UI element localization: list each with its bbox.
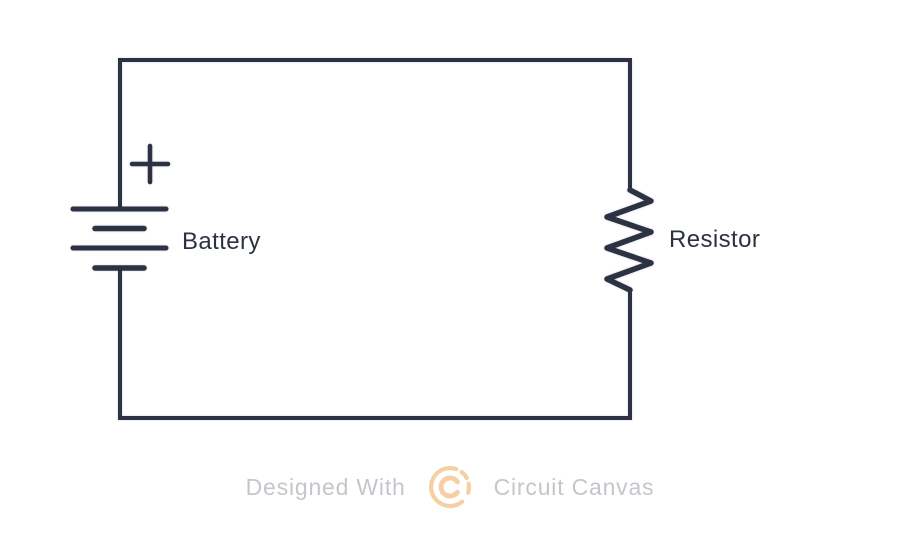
brand-name: Circuit Canvas — [493, 473, 655, 500]
circuit-canvas-logo-icon — [428, 465, 471, 509]
watermark: Designed With Circuit Canvas — [0, 464, 900, 510]
wire-top-loop[interactable] — [118, 58, 632, 209]
battery-label[interactable]: Battery — [182, 228, 261, 255]
resistor-zigzag — [604, 187, 654, 293]
resistor-label[interactable]: Resistor — [669, 226, 761, 253]
battery-plus-icon — [129, 143, 171, 185]
battery-symbol[interactable] — [70, 143, 171, 271]
wires — [118, 58, 632, 420]
designed-with-text: Designed With — [245, 473, 406, 500]
resistor-symbol[interactable] — [604, 187, 654, 293]
wire-bottom-loop[interactable] — [118, 268, 632, 420]
